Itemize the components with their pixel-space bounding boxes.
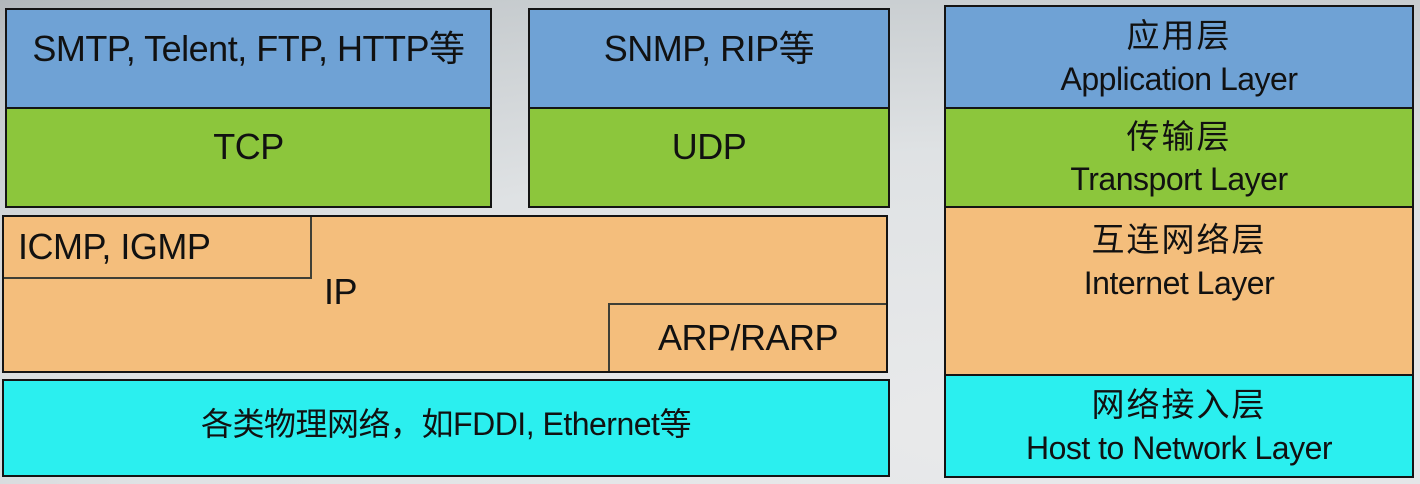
icmp-igmp-subbox: ICMP, IGMP (4, 217, 312, 279)
application-layer-label-en: Application Layer (1060, 60, 1298, 97)
application-protocols-label-1: SMTP, Telent, FTP, HTTP等 (32, 27, 465, 69)
application-protocols-label-2: SNMP, RIP等 (603, 27, 815, 69)
ip-label: IP (324, 271, 358, 312)
physical-network-box: 各类物理网络，如FDDI, Ethernet等 (2, 379, 890, 477)
network-access-layer-label-en: Host to Network Layer (1025, 429, 1333, 466)
arp-rarp-subbox: ARP/RARP (608, 303, 886, 371)
application-protocols-box-2: SNMP, RIP等 (528, 8, 890, 109)
transport-layer-label-zh: 传输层 (1126, 117, 1232, 155)
network-access-layer-label-zh: 网络接入层 (1091, 386, 1267, 424)
arp-rarp-label: ARP/RARP (657, 317, 839, 358)
tcp-label: TCP (213, 125, 284, 167)
legend-application-layer: 应用层 Application Layer (944, 5, 1414, 109)
legend-internet-layer: 互连网络层 Internet Layer (944, 206, 1414, 376)
physical-network-label: 各类物理网络，如FDDI, Ethernet等 (201, 406, 691, 442)
internet-layer-label-zh: 互连网络层 (1091, 221, 1267, 258)
legend-transport-layer: 传输层 Transport Layer (944, 107, 1414, 208)
internet-layer-label-en: Internet Layer (1083, 264, 1275, 301)
internet-layer-box: ICMP, IGMP IP ARP/RARP (2, 215, 888, 373)
legend-network-access-layer: 网络接入层 Host to Network Layer (944, 374, 1414, 478)
udp-box: UDP (528, 107, 890, 208)
tcp-box: TCP (5, 107, 492, 208)
transport-layer-label-en: Transport Layer (1070, 161, 1288, 198)
icmp-igmp-label: ICMP, IGMP (18, 226, 211, 267)
application-protocols-box-1: SMTP, Telent, FTP, HTTP等 (5, 8, 492, 109)
udp-label: UDP (671, 125, 747, 167)
application-layer-label-zh: 应用层 (1126, 17, 1232, 55)
